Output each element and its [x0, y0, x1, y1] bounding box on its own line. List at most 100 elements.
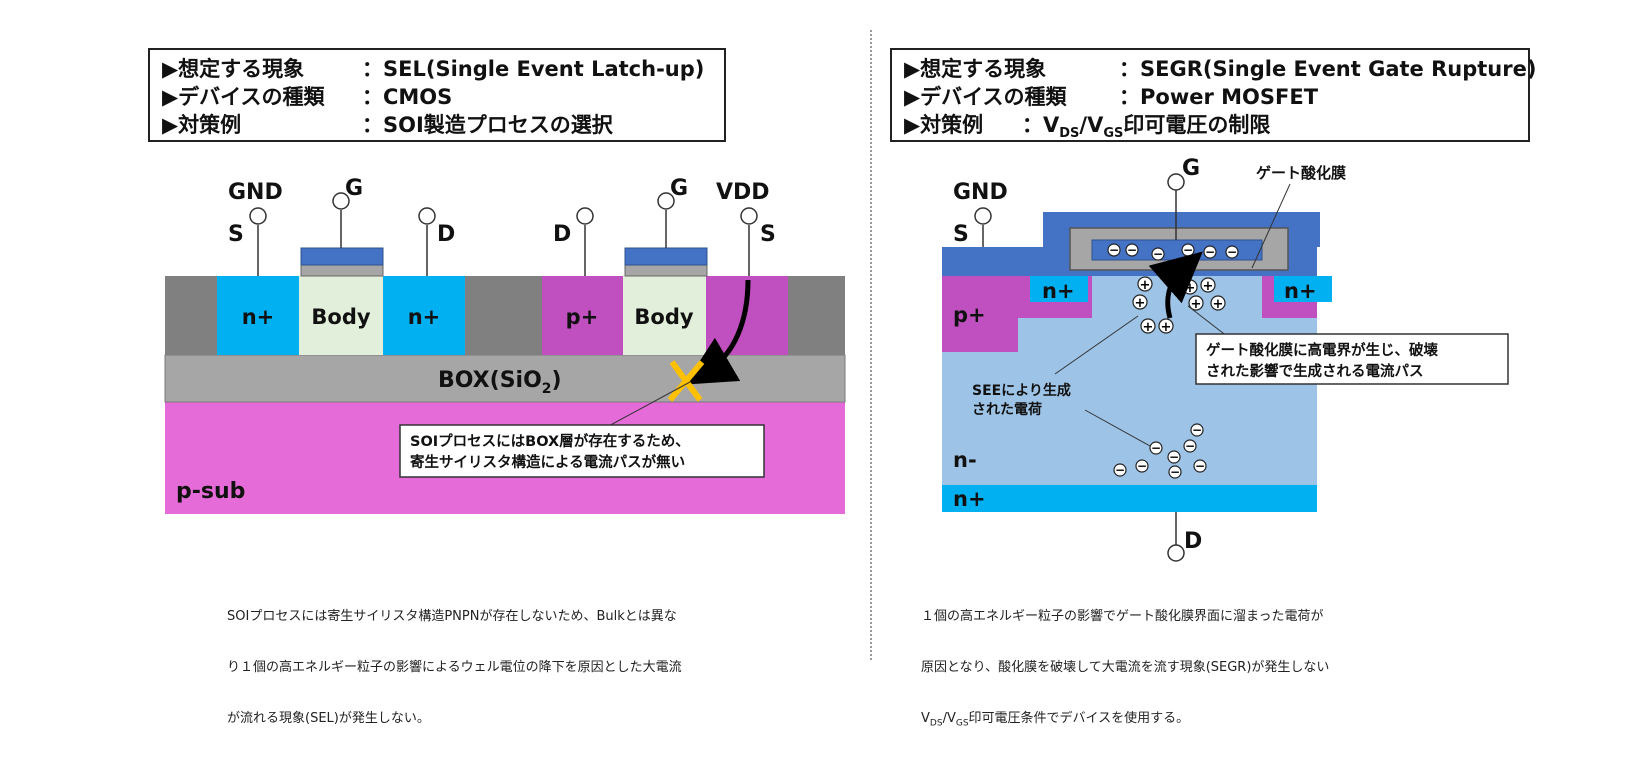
n-plus-label: n+: [1284, 279, 1317, 303]
left-info-value: ：SEL(Single Event Latch-up): [362, 57, 705, 81]
right-info-box: ▶想定する現象 ：SEGR(Single Event Gate Rupture)…: [890, 48, 1536, 142]
p-plus-label: p+: [953, 303, 986, 327]
n-plus-source-region: [1274, 276, 1332, 302]
left-callout-box: [399, 424, 765, 478]
svg-text:−: −: [1151, 441, 1161, 455]
gate-oxide-pointer: [1251, 183, 1291, 269]
box-label: BOX(SiO2): [438, 368, 562, 397]
see-label-line2: された電荷: [972, 401, 1042, 418]
left-info-value: ：SOI製造プロセスの選択: [362, 113, 613, 137]
diagram-svg: GND S G D D G VDD S n+ Body n+ p+ Body B…: [164, 156, 1509, 562]
svg-text:−: −: [1185, 439, 1195, 453]
rupture-current-arrow: [1148, 251, 1203, 319]
see-label-line1: SEEにより生成: [972, 382, 1071, 399]
see-pointer: [1054, 315, 1139, 375]
svg-text:−: −: [1195, 459, 1205, 473]
caption-suffix: 印可電圧条件でデバイスを使用する。: [968, 711, 1190, 726]
vdd-label: VDD: [716, 180, 770, 205]
right-info-value: ：Power MOSFET: [1119, 85, 1319, 109]
n-plus-label: n+: [408, 305, 441, 329]
box-label-subscript: 2: [542, 381, 552, 397]
plus-charge: +: [1210, 295, 1226, 312]
n-plus-substrate: [942, 485, 1317, 512]
svg-text:−: −: [1183, 243, 1193, 257]
minus-charge: −: [1181, 243, 1195, 257]
svg-text:−: −: [1115, 463, 1125, 477]
svg-text:+: +: [1143, 320, 1154, 335]
minus-charge: −: [1151, 247, 1165, 261]
p-plus-body-region: [1018, 302, 1092, 318]
current-path-arrow: [684, 279, 751, 385]
vds-prefix: ：V: [1022, 113, 1060, 137]
drain-label: D: [1184, 529, 1202, 554]
minus-charge: −: [1183, 439, 1197, 453]
terminal-node: [740, 207, 758, 225]
left-info-key: ▶対策例: [162, 113, 242, 137]
right-callout-box: [1195, 333, 1509, 385]
plus-charge: +: [1137, 276, 1153, 293]
right-caption-line3: VDS/VGS印可電圧条件でデバイスを使用する。: [921, 710, 1329, 733]
source-label: S: [760, 222, 776, 247]
see-pointer: [1084, 409, 1151, 447]
terminal-node: [418, 207, 436, 225]
left-info-row-device: ▶デバイスの種類 ：CMOS: [162, 83, 724, 111]
svg-text:+: +: [1213, 297, 1224, 312]
vgs-prefix: /V: [1079, 113, 1104, 137]
right-info-row-phenomenon: ▶想定する現象 ：SEGR(Single Event Gate Rupture): [904, 55, 1536, 83]
n-plus-drain-region: [383, 276, 465, 355]
terminal-node: [576, 207, 594, 225]
blocked-x-marker: [667, 360, 705, 402]
plus-charge: +: [1182, 279, 1198, 296]
minus-charge: −: [1135, 459, 1149, 473]
gate-oxide-label: ゲート酸化膜: [1256, 164, 1346, 182]
gate-electrode: [624, 247, 708, 266]
terminal-node: [1167, 173, 1185, 191]
svg-text:+: +: [1203, 279, 1214, 294]
measure-suffix: 印可電圧の制限: [1123, 113, 1271, 137]
right-info-key: ▶デバイスの種類: [904, 85, 1067, 109]
minus-charge: −: [1168, 465, 1182, 479]
left-info-row-phenomenon: ▶想定する現象 ：SEL(Single Event Latch-up): [162, 55, 724, 83]
diagram-stage: ▶想定する現象 ：SEL(Single Event Latch-up) ▶デバイ…: [148, 30, 1536, 729]
left-info-key: ▶想定する現象: [162, 57, 305, 81]
gate-oxide: [624, 264, 708, 277]
n-minus-label: n-: [953, 448, 977, 472]
p-plus-drain-region: [542, 276, 623, 355]
left-caption: SOIプロセスには寄生サイリスタ構造PNPNが存在しないため、Bulkとは異な …: [227, 574, 682, 761]
left-info-key: ▶デバイスの種類: [162, 85, 325, 109]
right-info-value: ：VDS/VGS印可電圧の制限: [1022, 111, 1270, 148]
svg-text:+: +: [1135, 296, 1146, 311]
left-info-row-measure: ▶対策例 ：SOI製造プロセスの選択: [162, 111, 724, 139]
box-label-main: BOX(SiO: [438, 368, 542, 393]
right-info-row-measure: ▶対策例 ：VDS/VGS印可電圧の制限: [904, 111, 1528, 141]
terminal-node: [1167, 544, 1185, 562]
body-label: Body: [634, 305, 693, 329]
gate-electrode: [300, 247, 384, 266]
right-caption: １個の高エネルギー粒子の影響でゲート酸化膜界面に溜まった電荷が 原因となり、酸化…: [921, 574, 1329, 767]
body-region: [299, 276, 383, 355]
left-callout-line1: SOIプロセスにはBOX層が存在するため、: [410, 432, 690, 450]
minus-charge: −: [1167, 450, 1181, 464]
vgs-subscript: GS: [1103, 126, 1124, 142]
terminal-node: [657, 192, 675, 210]
svg-text:−: −: [1137, 459, 1147, 473]
left-info-value: ：CMOS: [362, 85, 453, 109]
psub-label: p-sub: [176, 479, 245, 504]
minus-charge: −: [1193, 459, 1207, 473]
svg-text:−: −: [1169, 450, 1179, 464]
svg-text:+: +: [1185, 281, 1196, 296]
plus-charge: +: [1188, 295, 1204, 312]
terminal-node: [249, 207, 267, 225]
svg-text:+: +: [1161, 320, 1172, 335]
gnd-label: GND: [228, 180, 283, 205]
svg-text:−: −: [1227, 245, 1237, 259]
right-info-value: ：SEGR(Single Event Gate Rupture): [1119, 57, 1537, 81]
source-label: S: [228, 222, 244, 247]
right-callout-line2: された影響で生成される電流パス: [1206, 362, 1424, 380]
box-label-close: ): [552, 368, 562, 393]
left-caption-line1: SOIプロセスには寄生サイリスタ構造PNPNが存在しないため、Bulkとは異な: [227, 609, 677, 624]
gate-label: G: [670, 176, 688, 201]
svg-text:+: +: [1140, 278, 1151, 293]
right-caption-line1: １個の高エネルギー粒子の影響でゲート酸化膜界面に溜まった電荷が: [921, 609, 1324, 624]
n-plus-source-region: [217, 276, 299, 355]
